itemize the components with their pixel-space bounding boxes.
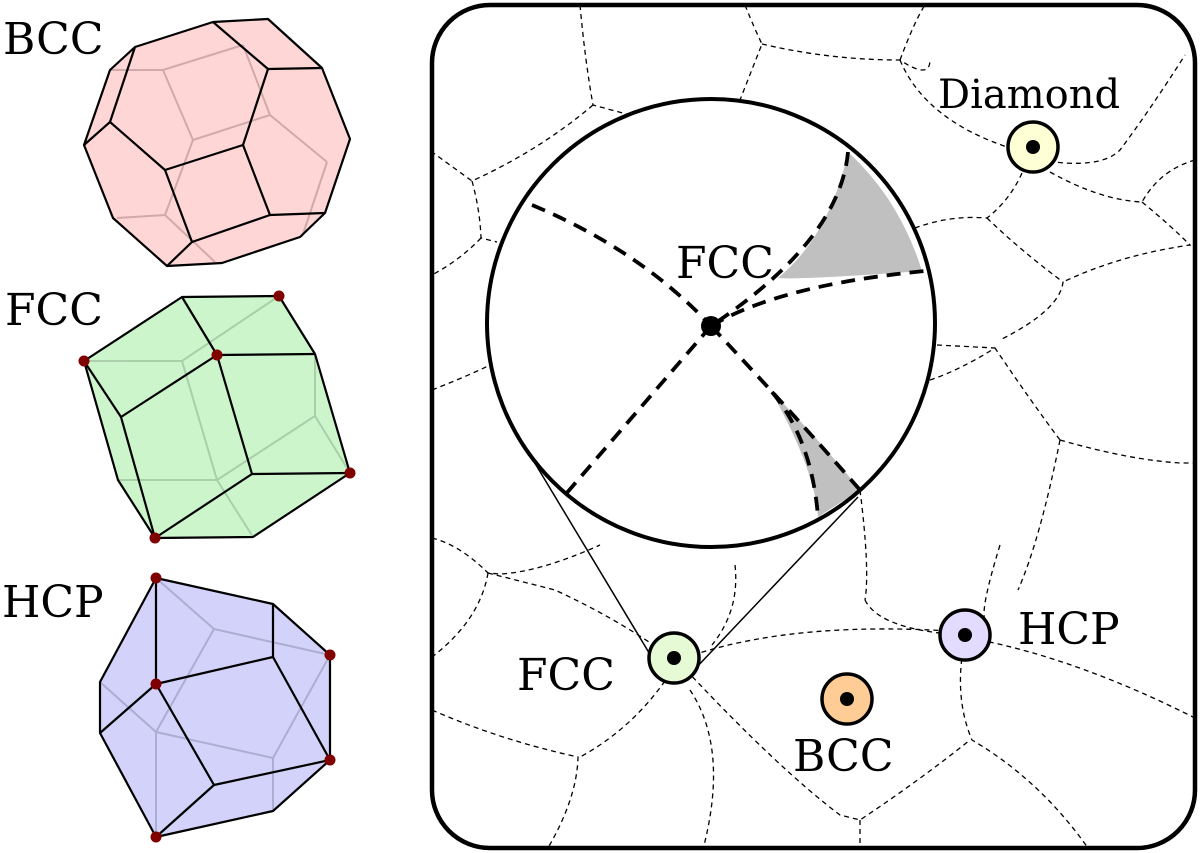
bcc-polyhedron — [82, 17, 352, 268]
fcc-zoom-circle: FCC — [485, 97, 937, 549]
hcp-label: HCP — [2, 577, 104, 628]
fcc-label: FCC — [5, 285, 103, 336]
fcc-vertex-dots — [78, 290, 356, 544]
hcp-vertex-dots — [150, 572, 336, 843]
hcp-polyhedron — [98, 572, 336, 843]
diamond-label: Diamond — [938, 72, 1120, 118]
zoom-connector-lines — [532, 459, 859, 672]
fcc-polyhedron — [78, 290, 356, 544]
fcc-zoom-center-dot — [701, 316, 721, 336]
hcp-site-label: HCP — [1018, 604, 1120, 655]
site-bcc: BCC — [793, 672, 893, 782]
panel-border — [429, 2, 1198, 851]
voronoi-edges — [432, 5, 1195, 848]
fcc-site-label: FCC — [517, 650, 615, 701]
voronoi-panel: FCC Diamond FCC BCC HCP — [429, 2, 1198, 851]
site-fcc: FCC — [517, 631, 701, 701]
bcc-site-label: BCC — [793, 731, 893, 782]
zoom-fcc-label: FCC — [676, 238, 774, 289]
site-hcp: HCP — [938, 604, 1120, 662]
bcc-label: BCC — [3, 14, 103, 65]
site-diamond: Diamond — [938, 72, 1120, 174]
